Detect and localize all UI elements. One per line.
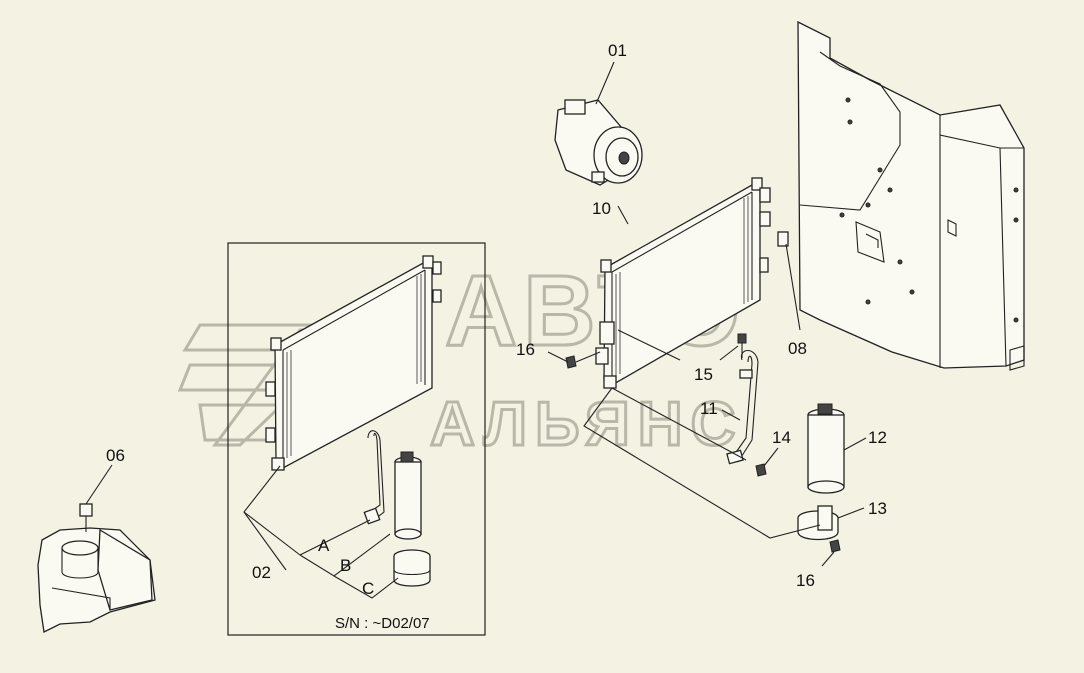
label-08: 08 — [788, 339, 807, 358]
kit-bracket-1 — [265, 381, 276, 397]
bolt-14 — [755, 447, 779, 477]
label-b: B — [340, 556, 351, 575]
label-06: 06 — [106, 446, 125, 465]
kit-condenser-cap-top — [270, 337, 282, 351]
kit-condenser-cap-bottom — [271, 457, 285, 471]
serial-note: S/N : ~D02/07 — [335, 615, 430, 632]
bolt-15 — [719, 333, 747, 361]
kit-clamp-c — [393, 549, 431, 587]
receiver-drier — [807, 403, 867, 494]
label-10: 10 — [592, 199, 611, 218]
label-02: 02 — [252, 563, 271, 582]
mount-block — [37, 464, 156, 633]
leader-11 — [721, 409, 741, 421]
clamp-13 — [797, 505, 865, 541]
kit-bracket-3 — [432, 261, 442, 275]
compressor — [554, 61, 643, 186]
assembly-leaders — [583, 329, 821, 539]
label-16-upper: 16 — [516, 340, 535, 359]
bolt-16-lower — [821, 539, 841, 567]
kit-bracket-4 — [432, 289, 442, 303]
kit-condenser — [265, 255, 442, 471]
main-condenser — [595, 177, 771, 389]
label-11: 11 — [700, 399, 718, 418]
label-01: 01 — [608, 41, 627, 60]
label-14: 14 — [772, 428, 791, 447]
bolt-16-upper — [547, 351, 601, 369]
label-16-lower: 16 — [796, 571, 815, 590]
label-12: 12 — [868, 428, 887, 447]
watermark-line-2: АЛЬЯНС — [430, 390, 743, 459]
kit-receiver-b — [394, 451, 422, 540]
panel-holes — [839, 97, 1019, 323]
label-15: 15 — [694, 365, 713, 384]
label-c: C — [362, 579, 374, 598]
kit-condenser-cap-right — [422, 255, 434, 269]
bracket-panel — [777, 20, 1025, 371]
kit-pipe-a — [363, 430, 385, 525]
label-13: 13 — [868, 499, 887, 518]
kit-leaders — [243, 465, 399, 599]
label-a: A — [318, 536, 330, 555]
kit-frame — [227, 242, 486, 636]
kit-bracket-2 — [265, 427, 276, 443]
